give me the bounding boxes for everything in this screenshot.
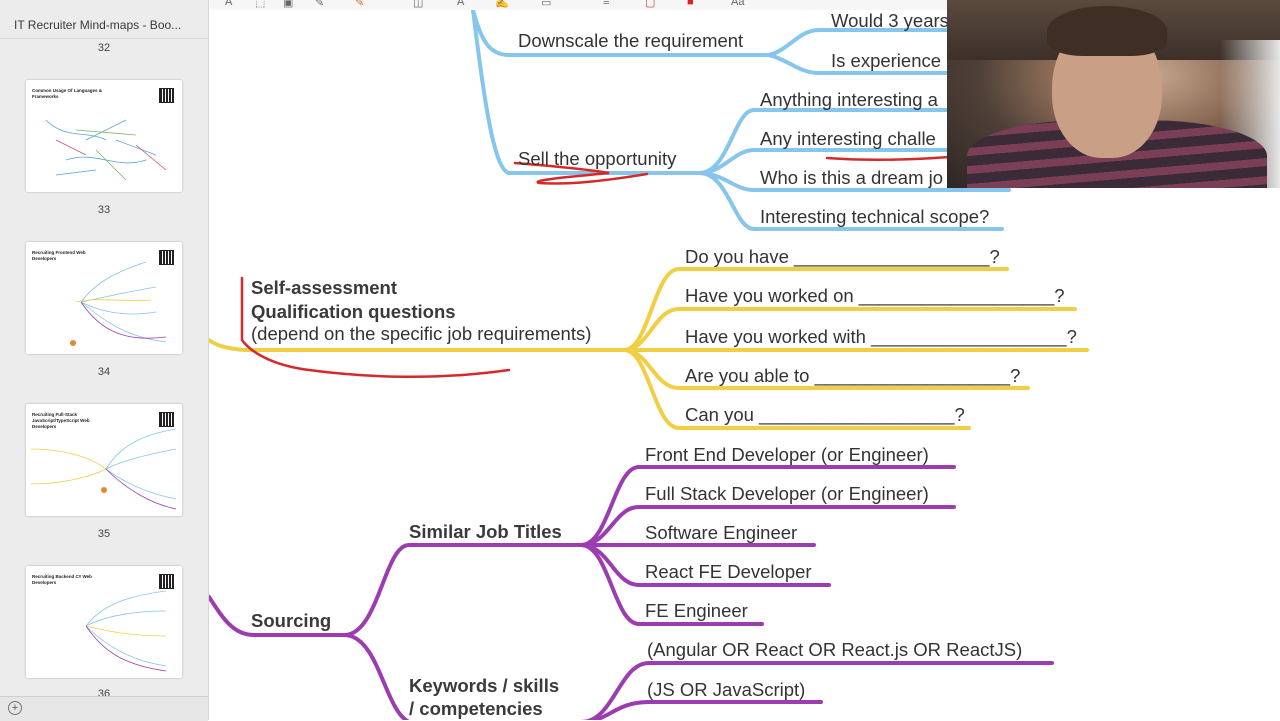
node-sell-opportunity: Sell the opportunity	[518, 148, 677, 169]
thumbnail-mindmap-preview	[45, 119, 167, 181]
thumbnail-mindmap-preview	[30, 428, 177, 510]
document-page[interactable]: Downscale the requirement Would 3 years …	[209, 10, 1280, 720]
page-thumbnail-34[interactable]: Recruiting Frontend Web Developers	[26, 242, 182, 354]
node-qualification-questions: Qualification questions	[251, 301, 456, 322]
page-number: 32	[97, 42, 111, 54]
fill-color-icon[interactable]: ■	[687, 0, 694, 8]
node-keywords-skills: Keywords / skills	[409, 675, 560, 696]
thumbnail-title: Recruiting Frontend Web Developers	[32, 250, 86, 261]
qr-code-icon	[159, 250, 174, 265]
job-title-item: Software Engineer	[645, 522, 798, 543]
red-annotations	[240, 155, 951, 379]
node-would-3-years: Would 3 years	[831, 10, 949, 31]
page-thumbnail-33[interactable]: Common Usage Of Languages & Frameworks	[26, 80, 182, 192]
markup-icon[interactable]: ✎	[315, 0, 325, 9]
thumbnail-mindmap-preview	[85, 590, 167, 672]
job-title-item: FE Engineer	[645, 600, 748, 621]
markup-toolbar: A ⬚ ▣ ✎ ✎ ◫ A ✍ ▭ ≡ ▢ ■ Aa	[209, 0, 1280, 10]
question-can-you: Can you ___________________?	[685, 404, 965, 425]
qr-code-icon	[159, 412, 174, 427]
job-title-item: Full Stack Developer (or Engineer)	[645, 483, 929, 504]
node-technical-scope: Interesting technical scope?	[760, 206, 990, 227]
question-able-to: Are you able to ___________________?	[685, 365, 1021, 386]
node-dream-job: Who is this a dream jo	[760, 167, 944, 188]
qr-code-icon	[159, 574, 174, 589]
font-icon[interactable]: Aa	[731, 0, 745, 8]
thumbnail-mindmap-preview	[70, 261, 167, 346]
divider	[0, 38, 208, 39]
page-thumbnails-sidebar: IT Recruiter Mind-maps - Boo... 32 Commo…	[0, 0, 209, 721]
select-icon[interactable]: ⬚	[255, 0, 266, 9]
textbox-icon[interactable]: A	[457, 0, 465, 8]
webcam-video-overlay	[947, 0, 1280, 188]
text-size-icon[interactable]: A	[225, 0, 233, 8]
page-thumbnail-35[interactable]: Recruiting Full-Stack JavaScript/TypeScr…	[26, 404, 182, 516]
job-title-item: React FE Developer	[645, 561, 812, 582]
page-number: 35	[97, 528, 111, 540]
node-interesting-challenge: Any interesting challe	[760, 128, 936, 149]
qr-code-icon	[159, 88, 174, 103]
sidebar-footer: +	[0, 696, 208, 721]
question-worked-on: Have you worked on ___________________?	[685, 285, 1065, 306]
mindmap-branches	[209, 10, 1089, 720]
page-number: 34	[97, 366, 111, 378]
document-title: IT Recruiter Mind-maps - Boo...	[14, 18, 182, 32]
node-self-assessment: Self-assessment	[251, 277, 398, 298]
blue-branches	[471, 10, 1011, 231]
page-number: 36	[97, 688, 111, 696]
job-title-item: Front End Developer (or Engineer)	[645, 444, 929, 465]
question-worked-with: Have you worked with ___________________…	[685, 326, 1077, 347]
redact-icon[interactable]: ▣	[283, 0, 294, 9]
node-anything-interesting: Anything interesting a	[760, 89, 938, 110]
presenter-hair	[1047, 6, 1167, 56]
sign-icon[interactable]: ✍	[495, 0, 509, 9]
node-depend-on-requirements: (depend on the specific job requirements…	[251, 323, 592, 344]
line-style-icon[interactable]: ≡	[603, 0, 610, 8]
question-do-you-have: Do you have ___________________?	[685, 246, 1000, 267]
note-icon[interactable]: ▭	[541, 0, 552, 9]
thumbnail-title: Recruiting Full-Stack JavaScript/TypeScr…	[32, 412, 90, 429]
keyword-item: (Angular OR React OR React.js OR ReactJS…	[647, 639, 1023, 660]
keyword-item: (JS OR JavaScript)	[647, 679, 806, 700]
thumbnail-title: Recruiting Backend C# Web Developers	[32, 574, 92, 585]
border-color-icon[interactable]: ▢	[645, 0, 656, 9]
node-experience: Is experience	[831, 50, 942, 71]
highlight-icon[interactable]: ✎	[355, 0, 365, 9]
yellow-branches	[209, 267, 1089, 430]
node-competencies: / competencies	[409, 698, 543, 719]
node-downscale: Downscale the requirement	[518, 30, 744, 51]
thumbnail-title: Common Usage Of Languages & Frameworks	[32, 88, 103, 99]
purple-branches	[209, 465, 1054, 720]
node-similar-job-titles: Similar Job Titles	[409, 521, 562, 542]
page-thumbnail-36[interactable]: Recruiting Backend C# Web Developers	[26, 566, 182, 678]
add-page-icon[interactable]: +	[8, 701, 22, 715]
node-sourcing: Sourcing	[251, 610, 332, 631]
page-number: 33	[97, 204, 111, 216]
shapes-icon[interactable]: ◫	[413, 0, 424, 9]
